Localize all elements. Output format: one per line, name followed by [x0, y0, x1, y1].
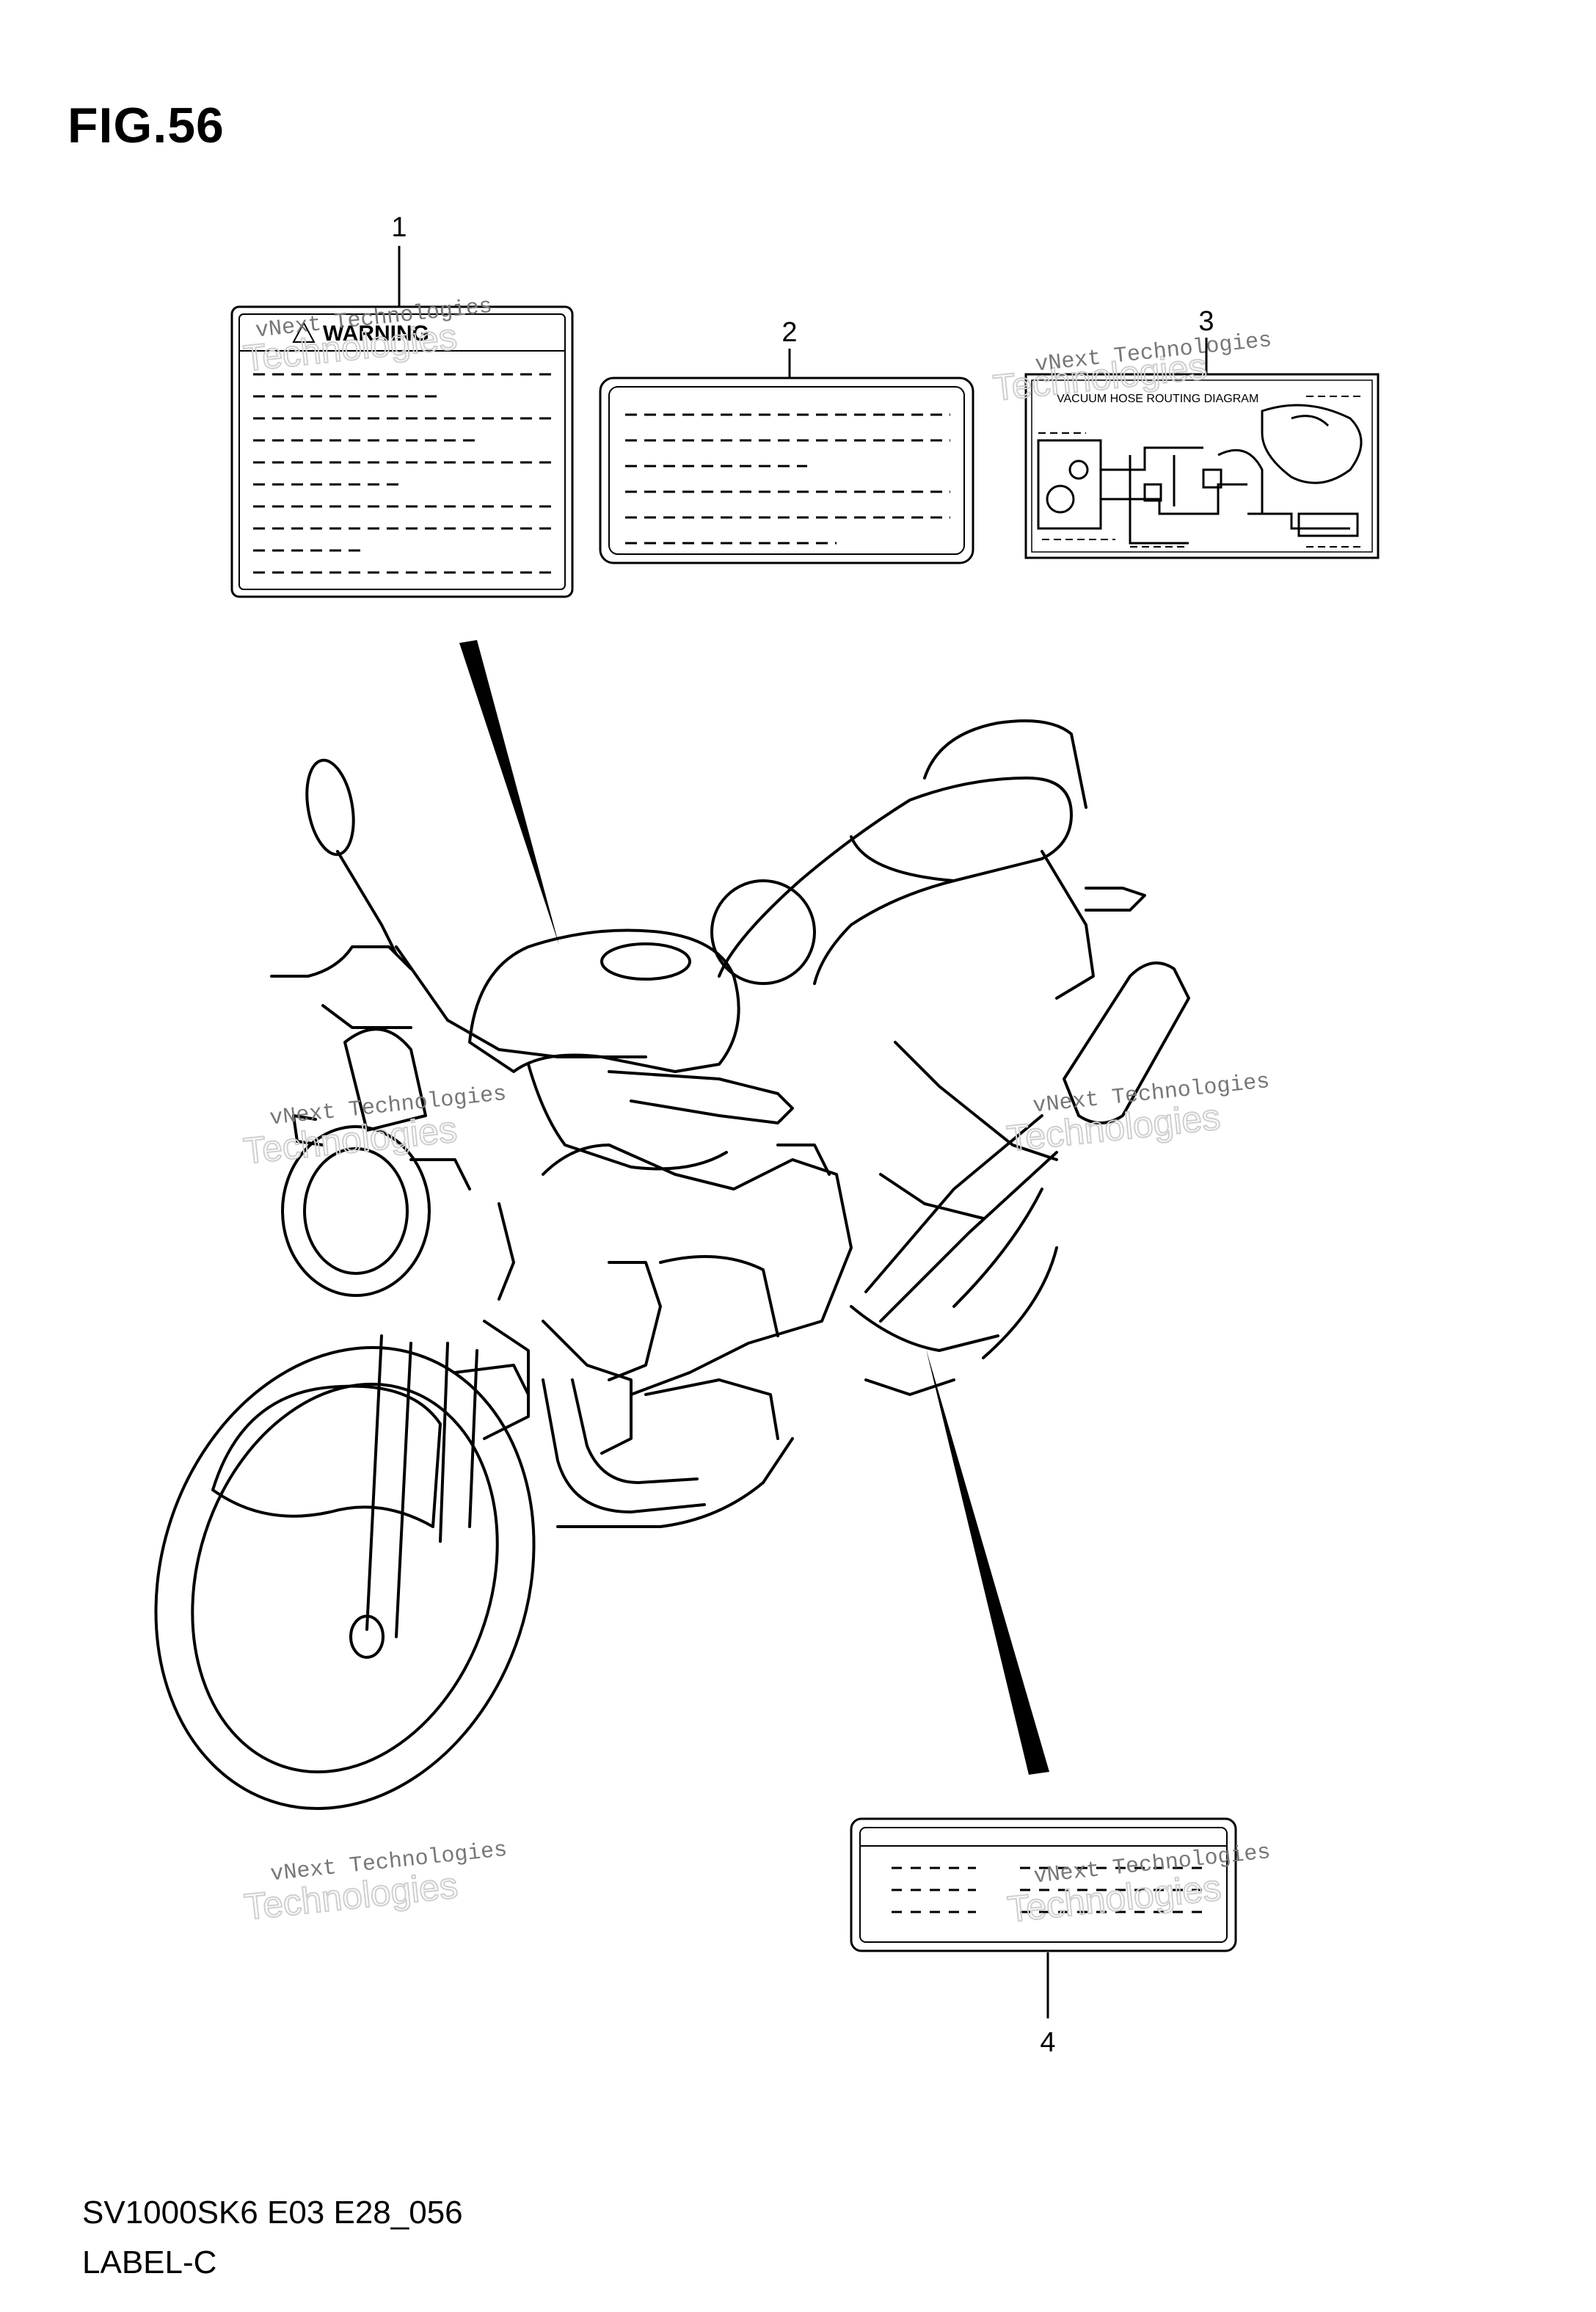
callout-4-number: 4 — [1040, 2027, 1055, 2058]
callout-1-number: 1 — [391, 212, 407, 243]
pointer-to-tank — [459, 640, 559, 945]
pointer-to-frame — [926, 1349, 1049, 1775]
diagram-name: LABEL-C — [82, 2244, 217, 2280]
warning-label-header: WARNING — [323, 321, 429, 346]
callout-2-number: 2 — [781, 317, 797, 348]
watermark-5: Technologies vNext Technologies — [241, 1838, 509, 1929]
callout-2: 2 — [781, 317, 798, 378]
motorcycle-drawing — [154, 719, 1190, 1810]
warning-triangle-icon — [292, 321, 316, 343]
callout-3-number: 3 — [1198, 306, 1214, 337]
callout-3: 3 — [1198, 306, 1214, 374]
warning-label: WARNING — [230, 305, 574, 598]
hose-label-header: VACUUM HOSE ROUTING DIAGRAM — [1057, 393, 1258, 405]
figure-title: FIG.56 — [68, 98, 225, 153]
watermark-3: Technologies vNext Technologies — [241, 1082, 508, 1173]
text-label — [599, 377, 974, 564]
info-label — [850, 1817, 1237, 1952]
diagram-code: SV1000SK6 E03 E28_056 — [82, 2195, 463, 2231]
hose-routing-label: VACUUM HOSE ROUTING DIAGRAM — [1024, 373, 1380, 559]
callout-1: 1 — [391, 212, 407, 307]
watermark-4: Technologies vNext Technologies — [1004, 1069, 1271, 1160]
callout-4: 4 — [1040, 1952, 1056, 2058]
